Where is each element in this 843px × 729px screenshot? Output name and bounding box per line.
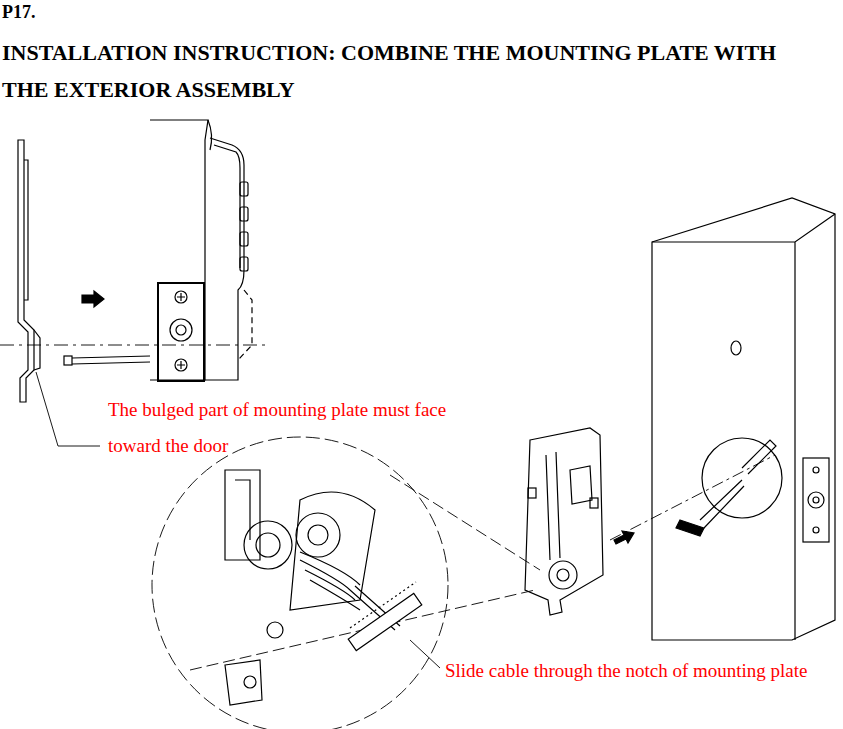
mounting-plate — [525, 428, 603, 615]
page-number: P17. — [2, 2, 36, 23]
note-text: The bulged part of mounting plate must f… — [108, 392, 453, 464]
page-title: INSTALLATION INSTRUCTION: COMBINE THE MO… — [2, 34, 817, 108]
magnified-detail — [152, 437, 540, 729]
leader-line — [36, 372, 100, 446]
door-slab — [610, 198, 835, 640]
note-text: Slide cable through the notch of mountin… — [445, 660, 808, 682]
exterior-assembly-side — [0, 120, 268, 381]
mounting-plate-profile — [18, 140, 40, 402]
